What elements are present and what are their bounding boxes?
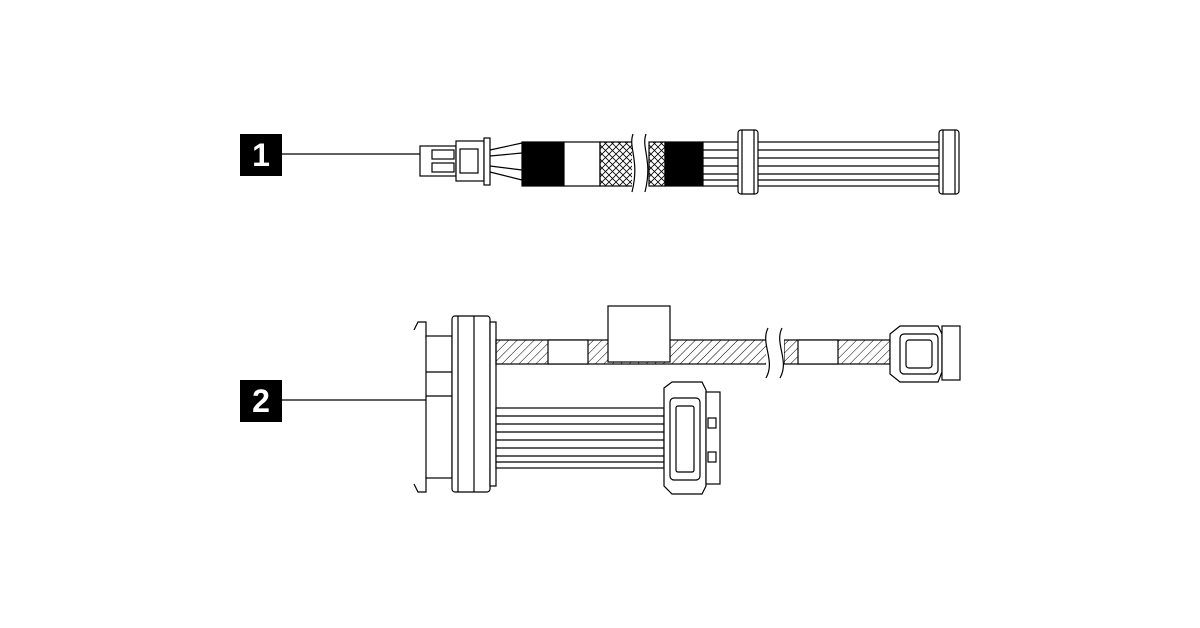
connector-4pin [419, 137, 491, 186]
ribbon-clip-1 [737, 129, 759, 195]
ribbon-clip-2 [938, 129, 960, 195]
black-sleeve [521, 141, 565, 187]
fanout-wires [489, 142, 523, 181]
black-sleeve-right [664, 141, 704, 187]
label-tag [607, 305, 671, 363]
cable-break-2 [765, 327, 785, 379]
cable-break-1 [631, 133, 650, 193]
power-connector [663, 381, 721, 495]
cable-band-1 [547, 339, 589, 365]
mesh-sleeve [599, 141, 635, 187]
callout-2: 2 [240, 380, 282, 422]
sata-connector [889, 325, 961, 383]
sas-connector [413, 315, 497, 493]
callout-1: 1 [240, 134, 282, 176]
mesh-sleeve-right [648, 141, 666, 187]
cable-band-2 [797, 339, 839, 365]
power-ribbon [495, 407, 665, 469]
cable-1 [282, 129, 960, 195]
cable-2 [282, 305, 961, 495]
white-sleeve [563, 141, 601, 187]
